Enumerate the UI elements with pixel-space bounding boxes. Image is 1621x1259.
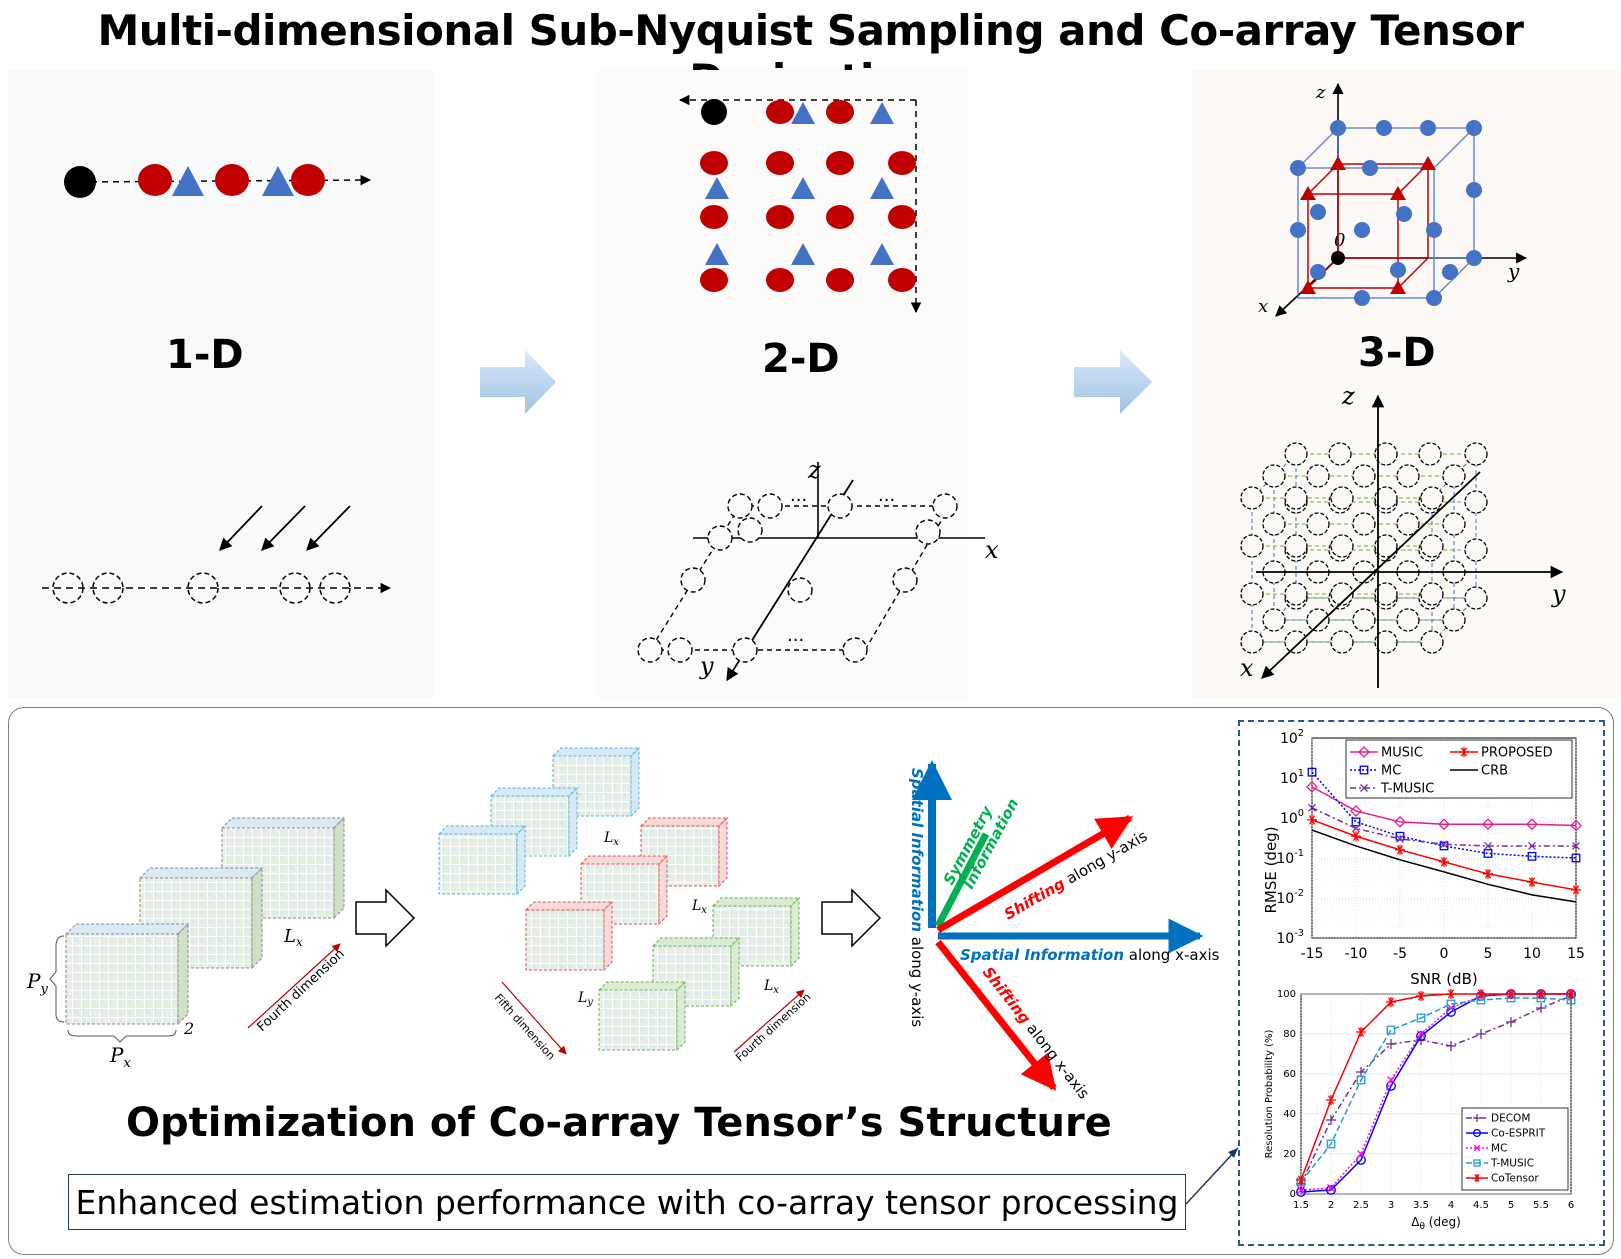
virtual-sensor	[1284, 630, 1308, 654]
array-diagrams: z x y ··· ··· ··· z y x 0	[42, 82, 1566, 688]
virtual-sensor	[1396, 608, 1420, 632]
virtual-sensor	[1420, 582, 1444, 606]
virtual-sensor	[1262, 608, 1286, 632]
virtual-sensor	[1374, 630, 1398, 654]
virtual-sensor	[1330, 486, 1354, 510]
virtual-sensor	[1240, 486, 1264, 510]
axis-z-3d: z	[1315, 82, 1326, 103]
red-sensor	[138, 164, 172, 196]
dots: ···	[878, 490, 895, 511]
virtual-sensor	[1284, 486, 1308, 510]
virtual-sensor	[1374, 534, 1398, 558]
coarray-3d: z y x	[1240, 382, 1566, 688]
right-arrow-1	[480, 350, 556, 414]
axis-x-3d-coarray: x	[1240, 654, 1254, 682]
virtual-sensor	[1306, 464, 1330, 488]
enhanced-text: Enhanced estimation performance with co-…	[75, 1182, 1179, 1222]
virtual-sensor	[1306, 608, 1330, 632]
origin-sensor	[64, 166, 96, 198]
red-sensor	[291, 164, 325, 196]
virtual-sensor	[1352, 464, 1376, 488]
virtual-sensor	[1464, 490, 1488, 514]
virtual-sensor	[1442, 464, 1466, 488]
virtual-sensor	[1330, 630, 1354, 654]
virtual-sensor	[1464, 442, 1488, 466]
virtual-sensor	[1352, 608, 1376, 632]
virtual-sensor	[1374, 582, 1398, 606]
results-box	[1238, 720, 1605, 1246]
optimization-title: Optimization of Co-array Tensor’s Struct…	[126, 1100, 1112, 1146]
virtual-sensor	[1464, 586, 1488, 610]
virtual-sensor	[1284, 582, 1308, 606]
virtual-sensor	[1420, 534, 1444, 558]
virtual-sensor	[1284, 442, 1308, 466]
enhanced-performance-box: Enhanced estimation performance with co-…	[68, 1174, 1186, 1230]
virtual-sensor	[1240, 534, 1264, 558]
virtual-sensor	[1420, 630, 1444, 654]
origin-label: 0	[1334, 230, 1345, 251]
virtual-sensor	[1464, 538, 1488, 562]
dots: ···	[787, 630, 804, 651]
coarray-2d: z x y ··· ··· ···	[637, 456, 999, 682]
virtual-sensor	[1262, 512, 1286, 536]
label-2d: 2-D	[762, 336, 840, 382]
virtual-sensor	[1330, 582, 1354, 606]
axis-y-2d: y	[699, 652, 714, 680]
axis-z-3d-coarray: z	[1341, 382, 1355, 410]
virtual-sensor	[1330, 534, 1354, 558]
red-sensor	[215, 164, 249, 196]
virtual-sensor	[1328, 442, 1352, 466]
virtual-sensor	[1442, 608, 1466, 632]
blue-sensor	[172, 166, 204, 196]
axis-y-3d: y	[1507, 259, 1520, 283]
virtual-sensor	[1284, 534, 1308, 558]
dots: ···	[790, 490, 807, 511]
coarray-1d	[42, 505, 392, 604]
virtual-sensor	[1352, 512, 1376, 536]
blue-sensor	[262, 166, 294, 196]
virtual-sensor	[1240, 582, 1264, 606]
virtual-sensor	[1240, 630, 1264, 654]
array-2d	[678, 94, 922, 314]
virtual-sensor	[1306, 512, 1330, 536]
virtual-sensor	[1262, 464, 1286, 488]
virtual-sensor	[1374, 486, 1398, 510]
axis-y-3d-coarray: y	[1551, 580, 1566, 608]
virtual-sensor	[1420, 486, 1444, 510]
axis-x-2d: x	[985, 536, 999, 564]
array-3d: z y x 0	[1258, 82, 1528, 317]
virtual-sensor	[1396, 464, 1420, 488]
virtual-sensor	[1442, 512, 1466, 536]
label-3d: 3-D	[1358, 330, 1436, 376]
axis-x-3d: x	[1258, 296, 1268, 317]
virtual-sensor	[1374, 442, 1398, 466]
label-1d: 1-D	[166, 332, 244, 378]
array-1d	[64, 164, 372, 198]
virtual-sensor	[1396, 512, 1420, 536]
right-arrow-2	[1074, 350, 1152, 414]
virtual-sensor	[1418, 442, 1442, 466]
axis-z-2d: z	[807, 456, 821, 484]
